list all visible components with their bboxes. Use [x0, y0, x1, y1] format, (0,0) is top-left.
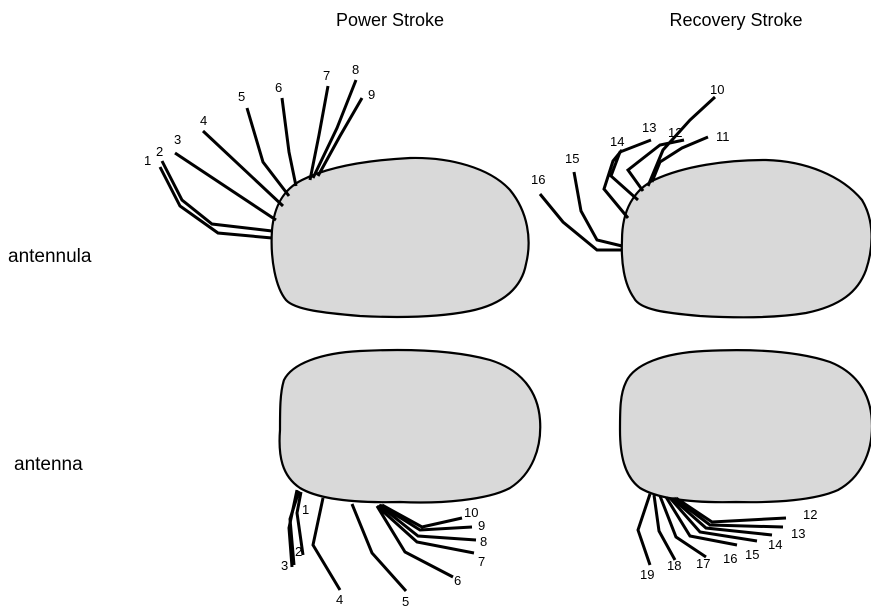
antenna-power-label-7: 7 — [478, 554, 485, 569]
antennula-power-limb-2 — [162, 161, 272, 231]
antennula-power-limb-4 — [203, 131, 283, 206]
antennula-row-label: antennula — [8, 246, 92, 267]
antennula-power-limb-1 — [160, 167, 272, 238]
antenna-recovery-label-18: 18 — [667, 558, 681, 573]
recovery-stroke-title: Recovery Stroke — [669, 10, 802, 30]
antenna-recovery-panel: 12 13 14 15 16 17 18 19 — [620, 350, 871, 582]
antennula-power-label-5: 5 — [238, 89, 245, 104]
antenna-power-panel: 1 2 3 4 5 6 7 8 9 10 — [280, 350, 541, 609]
antenna-recovery-limb-19 — [638, 494, 650, 565]
antenna-power-label-4: 4 — [336, 592, 343, 607]
antennula-power-label-4: 4 — [200, 113, 207, 128]
antennula-power-limb-5 — [247, 108, 289, 196]
antenna-recovery-label-16: 16 — [723, 551, 737, 566]
antenna-recovery-label-12: 12 — [803, 507, 817, 522]
antennula-power-label-7: 7 — [323, 68, 330, 83]
antennula-recovery-limb-15 — [574, 172, 622, 246]
antenna-power-limb-4 — [313, 498, 340, 590]
antenna-recovery-label-14: 14 — [768, 537, 782, 552]
antenna-power-label-5: 5 — [402, 594, 409, 609]
antennula-power-panel: 1 2 3 4 5 6 7 8 9 — [144, 62, 529, 317]
antennula-power-label-1: 1 — [144, 153, 151, 168]
antenna-recovery-body — [620, 350, 871, 502]
antennula-recovery-panel: 10 11 12 13 14 15 16 — [531, 82, 871, 317]
antennula-power-label-3: 3 — [174, 132, 181, 147]
antennula-recovery-body — [622, 160, 871, 317]
antennula-power-body — [272, 158, 529, 317]
antenna-recovery-label-19: 19 — [640, 567, 654, 582]
antenna-power-label-1: 1 — [302, 502, 309, 517]
antenna-power-body — [280, 350, 541, 503]
antenna-power-label-2: 2 — [295, 544, 302, 559]
antenna-power-label-9: 9 — [478, 518, 485, 533]
antenna-power-label-6: 6 — [454, 573, 461, 588]
antennula-power-label-9: 9 — [368, 87, 375, 102]
antenna-recovery-label-17: 17 — [696, 556, 710, 571]
power-stroke-title: Power Stroke — [336, 10, 444, 30]
antennula-power-label-2: 2 — [156, 144, 163, 159]
antenna-power-label-8: 8 — [480, 534, 487, 549]
antenna-recovery-label-13: 13 — [791, 526, 805, 541]
antenna-recovery-label-15: 15 — [745, 547, 759, 562]
antennula-power-limb-6 — [282, 98, 296, 186]
antennula-recovery-label-14: 14 — [610, 134, 624, 149]
antenna-row-label: antenna — [14, 454, 83, 475]
antennula-recovery-label-10: 10 — [710, 82, 724, 97]
antennula-recovery-label-15: 15 — [565, 151, 579, 166]
antennula-recovery-label-11: 11 — [716, 129, 730, 144]
antenna-power-label-10: 10 — [464, 505, 478, 520]
antennula-recovery-label-13: 13 — [642, 120, 656, 135]
antennula-recovery-label-16: 16 — [531, 172, 545, 187]
antenna-power-appendages — [289, 490, 476, 591]
antennula-power-label-8: 8 — [352, 62, 359, 77]
antenna-power-label-3: 3 — [281, 558, 288, 573]
antennula-power-label-6: 6 — [275, 80, 282, 95]
antenna-recovery-appendages — [638, 494, 786, 565]
antennula-recovery-label-12: 12 — [668, 125, 682, 140]
